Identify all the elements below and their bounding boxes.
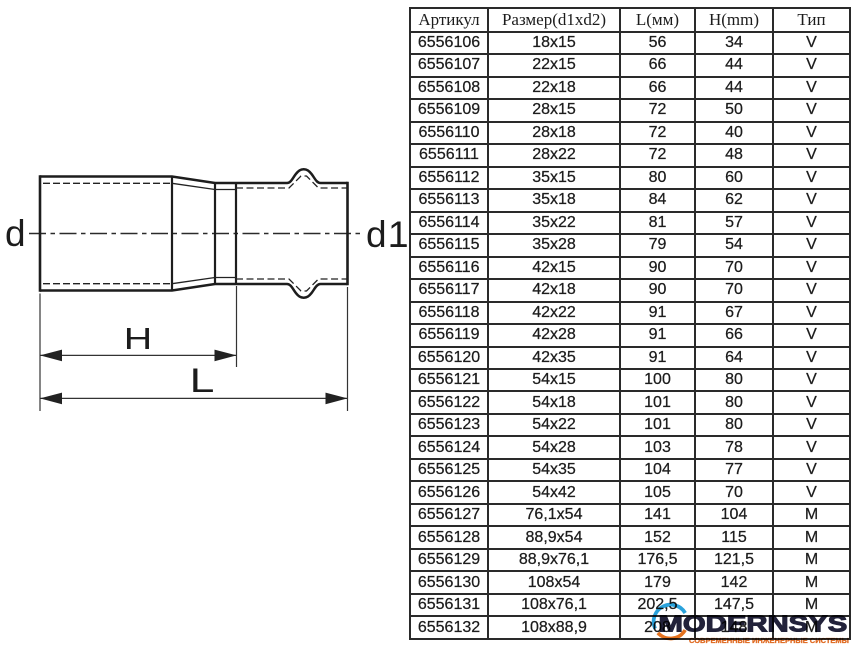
svg-text:СОВРЕМЕННЫЕ ИНЖЕНЕРНЫЕ СИСТЕМЫ: СОВРЕМЕННЫЕ ИНЖЕНЕРНЫЕ СИСТЕМЫ xyxy=(689,636,849,645)
svg-text:MODERNSYS: MODERNSYS xyxy=(659,610,848,637)
svg-text:H: H xyxy=(124,321,152,356)
svg-text:d: d xyxy=(5,213,26,254)
svg-text:d: d xyxy=(366,214,387,255)
svg-text:L: L xyxy=(190,362,215,400)
